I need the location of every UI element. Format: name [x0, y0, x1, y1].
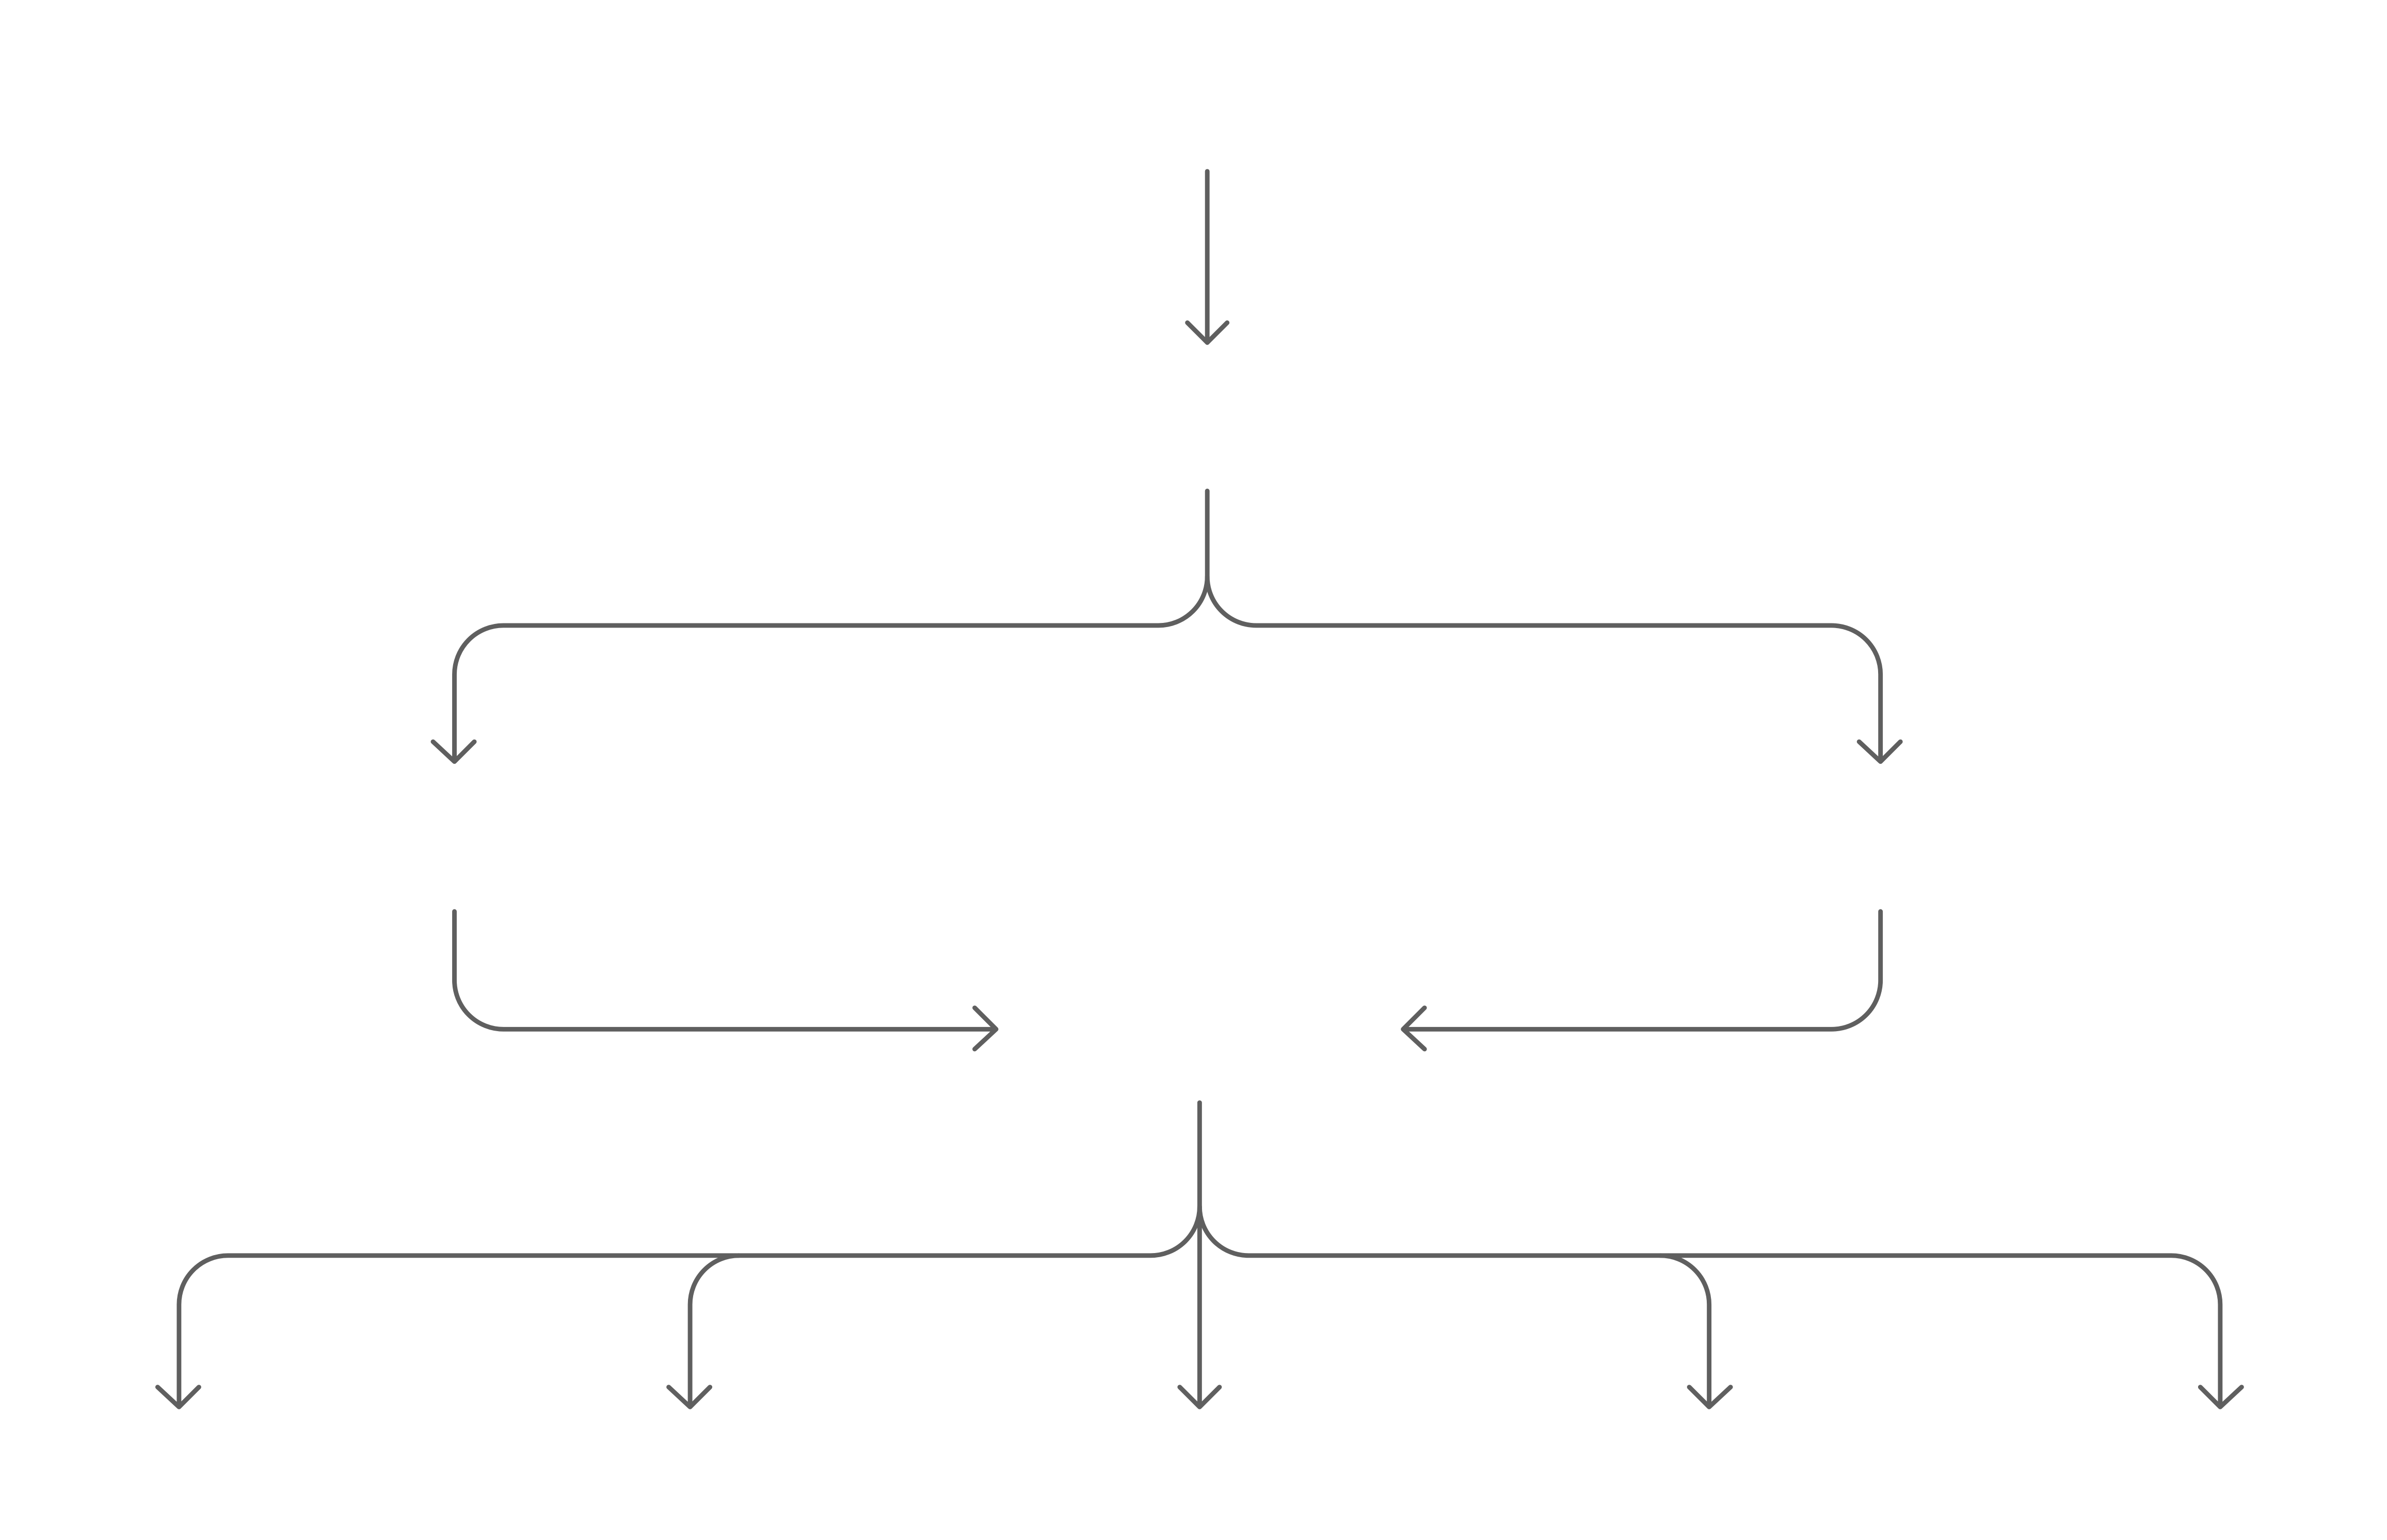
split-connector-first [430, 488, 1903, 764]
merge-connector-left [452, 909, 999, 1052]
arrowhead-icon [2198, 1385, 2244, 1409]
arrowhead-icon [430, 739, 477, 764]
arrowhead-icon [1177, 1385, 1222, 1409]
edge-to-output-1 [177, 1100, 1202, 1408]
connector-line [452, 909, 997, 1032]
arrowhead-icon [1687, 1385, 1733, 1409]
merge-connector-right [1401, 909, 1883, 1052]
edge-to-left-branch [452, 488, 1210, 763]
edge-to-output-5 [1197, 1204, 2223, 1408]
edge-to-right-branch [1205, 574, 1883, 763]
arrowhead-icon [972, 1005, 999, 1052]
edge-to-output-4 [1658, 1253, 1712, 1408]
arrowhead-icon [666, 1385, 713, 1409]
arrowhead-icon [1856, 739, 1903, 764]
arrowhead-icon [1401, 1005, 1427, 1052]
edge-to-output-2 [687, 1253, 742, 1408]
arrowhead-icon [155, 1385, 201, 1409]
arrowhead-icon [1185, 320, 1230, 345]
connector-line [1402, 909, 1883, 1032]
arrow-top-entry [1185, 169, 1230, 345]
split-connector-second [155, 1100, 2244, 1409]
